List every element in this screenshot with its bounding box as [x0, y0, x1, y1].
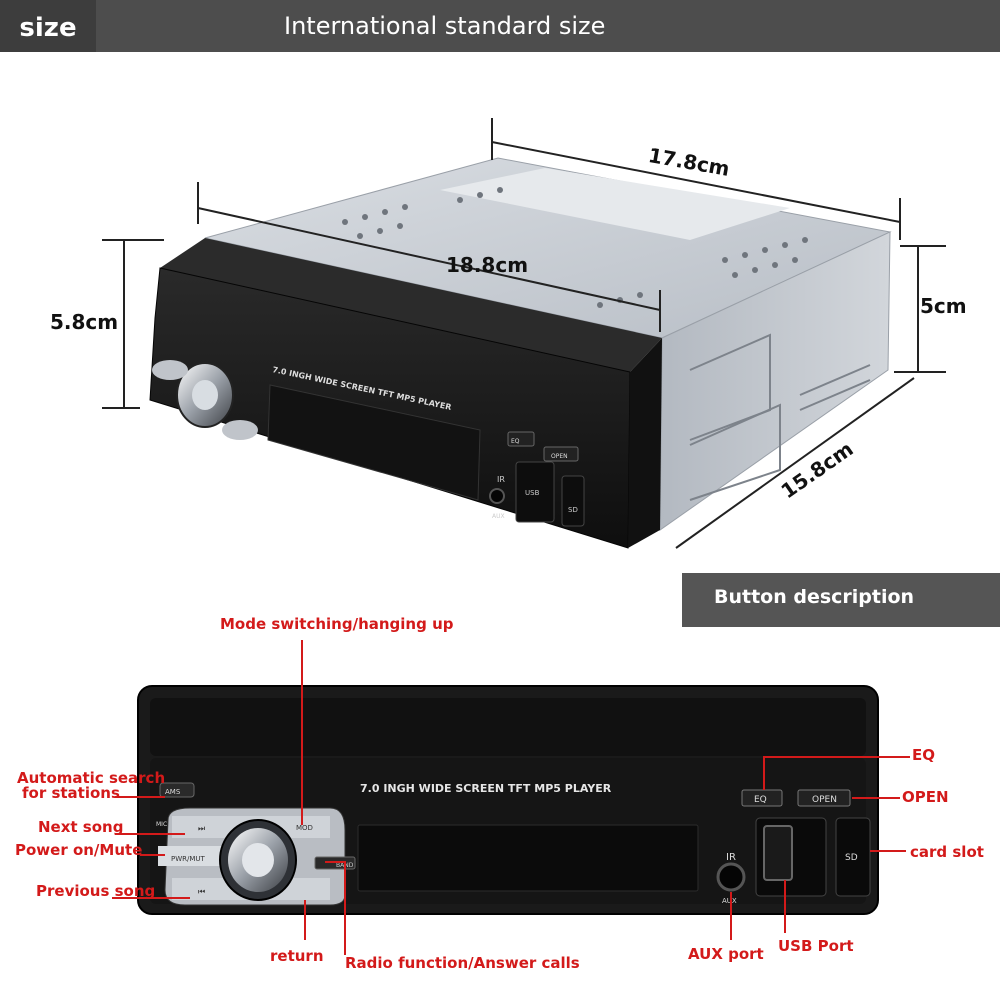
front-prev-glyph: ⏮ [198, 887, 205, 896]
front-next-glyph: ⏭ [198, 824, 205, 833]
eq-3d-label: EQ [511, 438, 520, 445]
callout-power: Power on/Mute [15, 841, 143, 859]
front-aux-jack [716, 862, 746, 892]
dim-width-label: 18.8cm [446, 253, 529, 277]
front-open-label: OPEN [812, 795, 837, 805]
callout-usb: USB Port [778, 937, 854, 955]
callout-eq: EQ [912, 746, 935, 764]
dim-height-front-label: 5.8cm [50, 310, 119, 334]
front-panel-top-edge [160, 238, 662, 372]
callout-mode: Mode switching/hanging up [220, 615, 454, 633]
callout-previous: Previous song [36, 882, 156, 900]
dimension-lines [102, 118, 946, 549]
front-sd-slot [835, 817, 871, 897]
front-view-text: 7.0 INGH WIDE SCREEN TFT MP5 PLAYER [360, 782, 612, 795]
display-window-3d [267, 384, 481, 501]
header-bar: size International standard size [0, 0, 1000, 52]
callout-ams-line1: Automatic search [17, 769, 166, 787]
front-mic-label: MIC [156, 821, 167, 828]
callout-return: return [270, 947, 324, 965]
front-pwr-label: PWR/MUT [171, 855, 206, 863]
ir-3d-label: IR [497, 475, 505, 484]
usb-3d-label: USB [525, 489, 540, 497]
vent-holes [342, 187, 808, 308]
front-ir-label: IR [726, 852, 736, 863]
front-eq-label: EQ [754, 795, 767, 805]
aux-3d-label: AUX [492, 513, 505, 520]
sd-3d-label: SD [568, 506, 578, 514]
chassis-side [659, 231, 891, 531]
callout-lines [112, 640, 910, 955]
callout-aux: AUX port [688, 945, 764, 963]
side-brackets [689, 333, 871, 501]
chassis-top-panel [440, 168, 790, 240]
front-display [357, 824, 699, 892]
callout-next: Next song [38, 818, 124, 836]
header-title: International standard size [284, 12, 606, 40]
dim-height-back-label: 5cm [920, 294, 967, 318]
front-sd-label: SD [845, 853, 858, 863]
callout-radio: Radio function/Answer calls [345, 954, 580, 972]
open-3d-label: OPEN [551, 453, 568, 460]
front-aux-label: AUX [722, 897, 737, 905]
front-ams-label: AMS [165, 788, 181, 796]
callout-card: card slot [910, 843, 984, 861]
button-description-header: Button description [682, 573, 1000, 627]
callout-ams-line2: for stations [22, 784, 120, 802]
front-mod-label: MOD [296, 824, 313, 832]
size-tab: size [0, 0, 96, 52]
front-panel-right-edge [628, 338, 662, 548]
callout-open: OPEN [902, 788, 949, 806]
